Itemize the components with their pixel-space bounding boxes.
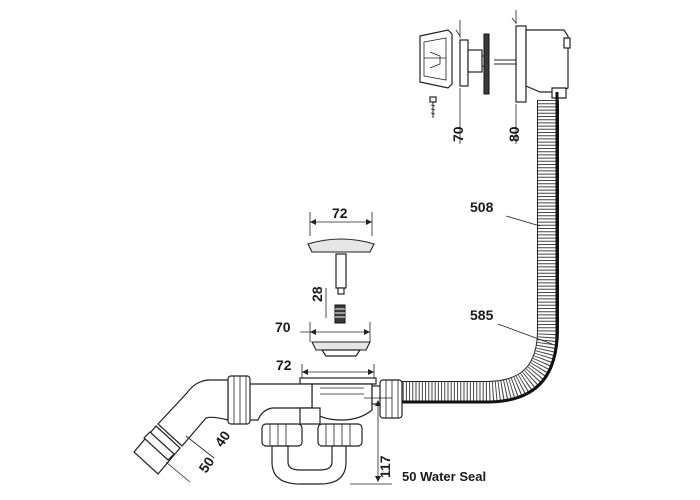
plug-insert (334, 304, 346, 324)
dimension-585-cable: 585 (470, 307, 553, 345)
overflow-plate (459, 33, 490, 95)
dim-label-overflow-body: 80 (506, 126, 522, 142)
waste-and-trap: 72 40 50 (133, 357, 403, 485)
trap-elbow (157, 379, 229, 447)
dim-label-grid-diameter: 70 (275, 319, 291, 335)
dim-label-cable-upper: 508 (470, 199, 494, 215)
dim-label-cable-lower: 585 (470, 307, 494, 323)
dim-label-plug-stem: 28 (309, 286, 325, 302)
dim-label-overflow-plate: 70 (450, 126, 466, 142)
plug-assembly: 72 28 70 (275, 205, 375, 357)
plug-stem (335, 253, 347, 289)
dim-label-trap-height: 117 (377, 455, 393, 478)
overflow-handwheel (419, 29, 453, 89)
flexible-hose (380, 92, 559, 404)
overflow-body (494, 25, 571, 103)
overflow-screw (429, 96, 437, 118)
overflow-assembly: 70 80 (419, 10, 571, 144)
plug-cap (307, 238, 375, 253)
dim-label-waste-body: 72 (276, 357, 292, 373)
water-seal-caption: 50 Water Seal (402, 469, 486, 484)
dim-label-outlet-inner: 40 (211, 428, 233, 450)
trap-outlet-arm (241, 383, 313, 421)
dim-label-outlet-outer: 50 (195, 454, 217, 476)
dimension-80-overflow-body: 80 (506, 10, 522, 144)
waste-grid (311, 341, 371, 351)
trap-bend (271, 445, 347, 485)
dimension-70-overflow-plate: 70 (450, 20, 466, 144)
dimension-508-cable: 508 (470, 199, 541, 227)
dim-label-plug-diameter: 72 (332, 205, 348, 221)
waste-body (311, 383, 373, 421)
cable-core (380, 92, 559, 404)
